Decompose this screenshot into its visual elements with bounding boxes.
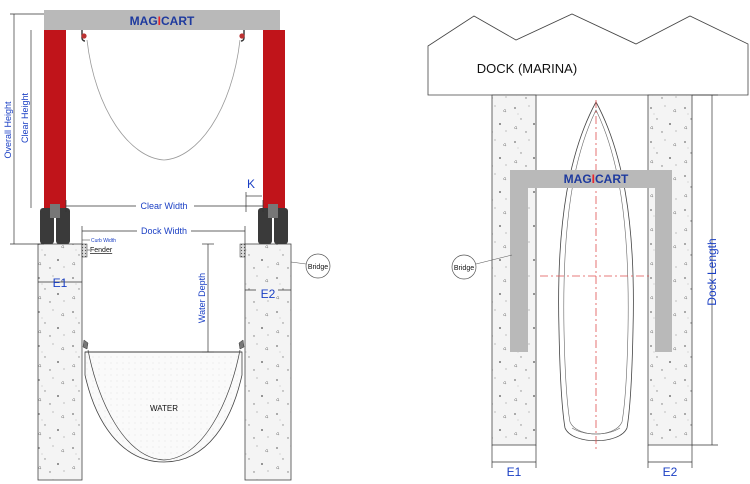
- dock-marina: [427, 13, 749, 96]
- bridge-callout-front: [305, 253, 331, 279]
- fender-right: [239, 243, 246, 258]
- brand-logo-top: MAGICART: [564, 172, 629, 186]
- bridge-callout-top: [451, 254, 477, 280]
- bridge-label-top: Bridge: [454, 265, 474, 272]
- clear-height-label: Clear Height: [20, 92, 30, 143]
- left-hook-block: [81, 33, 87, 39]
- bridge-label-front: Bridge: [308, 264, 328, 271]
- fender-label: Fender: [90, 247, 113, 254]
- water-depth-label: Water Depth: [197, 273, 207, 323]
- left-pier: [37, 243, 83, 481]
- right-pier: [244, 243, 292, 481]
- k-label: K: [247, 177, 255, 191]
- curb-width-label: Curb Width: [91, 238, 116, 244]
- top-beam-front: [44, 10, 280, 30]
- left-wheels: [40, 204, 70, 244]
- top-view: DOCK (MARINA) MAGICART Bridge Dock Lengt…: [427, 13, 749, 479]
- water-basin: [84, 351, 243, 463]
- clear-width-label: Clear Width: [140, 201, 187, 211]
- left-red-frame: [44, 30, 66, 208]
- fender-left: [81, 243, 88, 258]
- e1-top-label: E1: [507, 465, 522, 479]
- right-hook-block: [239, 33, 245, 39]
- water-label: WATER: [150, 404, 178, 413]
- right-red-frame: [263, 30, 285, 208]
- e2-front-label: E2: [261, 287, 276, 301]
- stop-left: [82, 339, 89, 350]
- right-wheels: [258, 204, 288, 244]
- top-gray-frame: [510, 170, 672, 352]
- overall-height-label: Overall Height: [3, 101, 13, 159]
- brand-logo-front: MAGICART: [130, 14, 195, 28]
- e2-top-label: E2: [663, 465, 678, 479]
- dock-length-label: Dock Length: [705, 238, 719, 305]
- dock-label: DOCK (MARINA): [477, 61, 577, 76]
- stop-right: [238, 339, 245, 350]
- left-hook: [81, 30, 86, 42]
- boat-hull-front: [87, 349, 241, 461]
- boat-stern: [571, 427, 621, 435]
- dock-width-label: Dock Width: [141, 226, 187, 236]
- e1-front-label: E1: [53, 276, 68, 290]
- front-view: WATER: [3, 10, 331, 481]
- lifting-sling: [86, 39, 241, 161]
- right-hook: [240, 30, 245, 42]
